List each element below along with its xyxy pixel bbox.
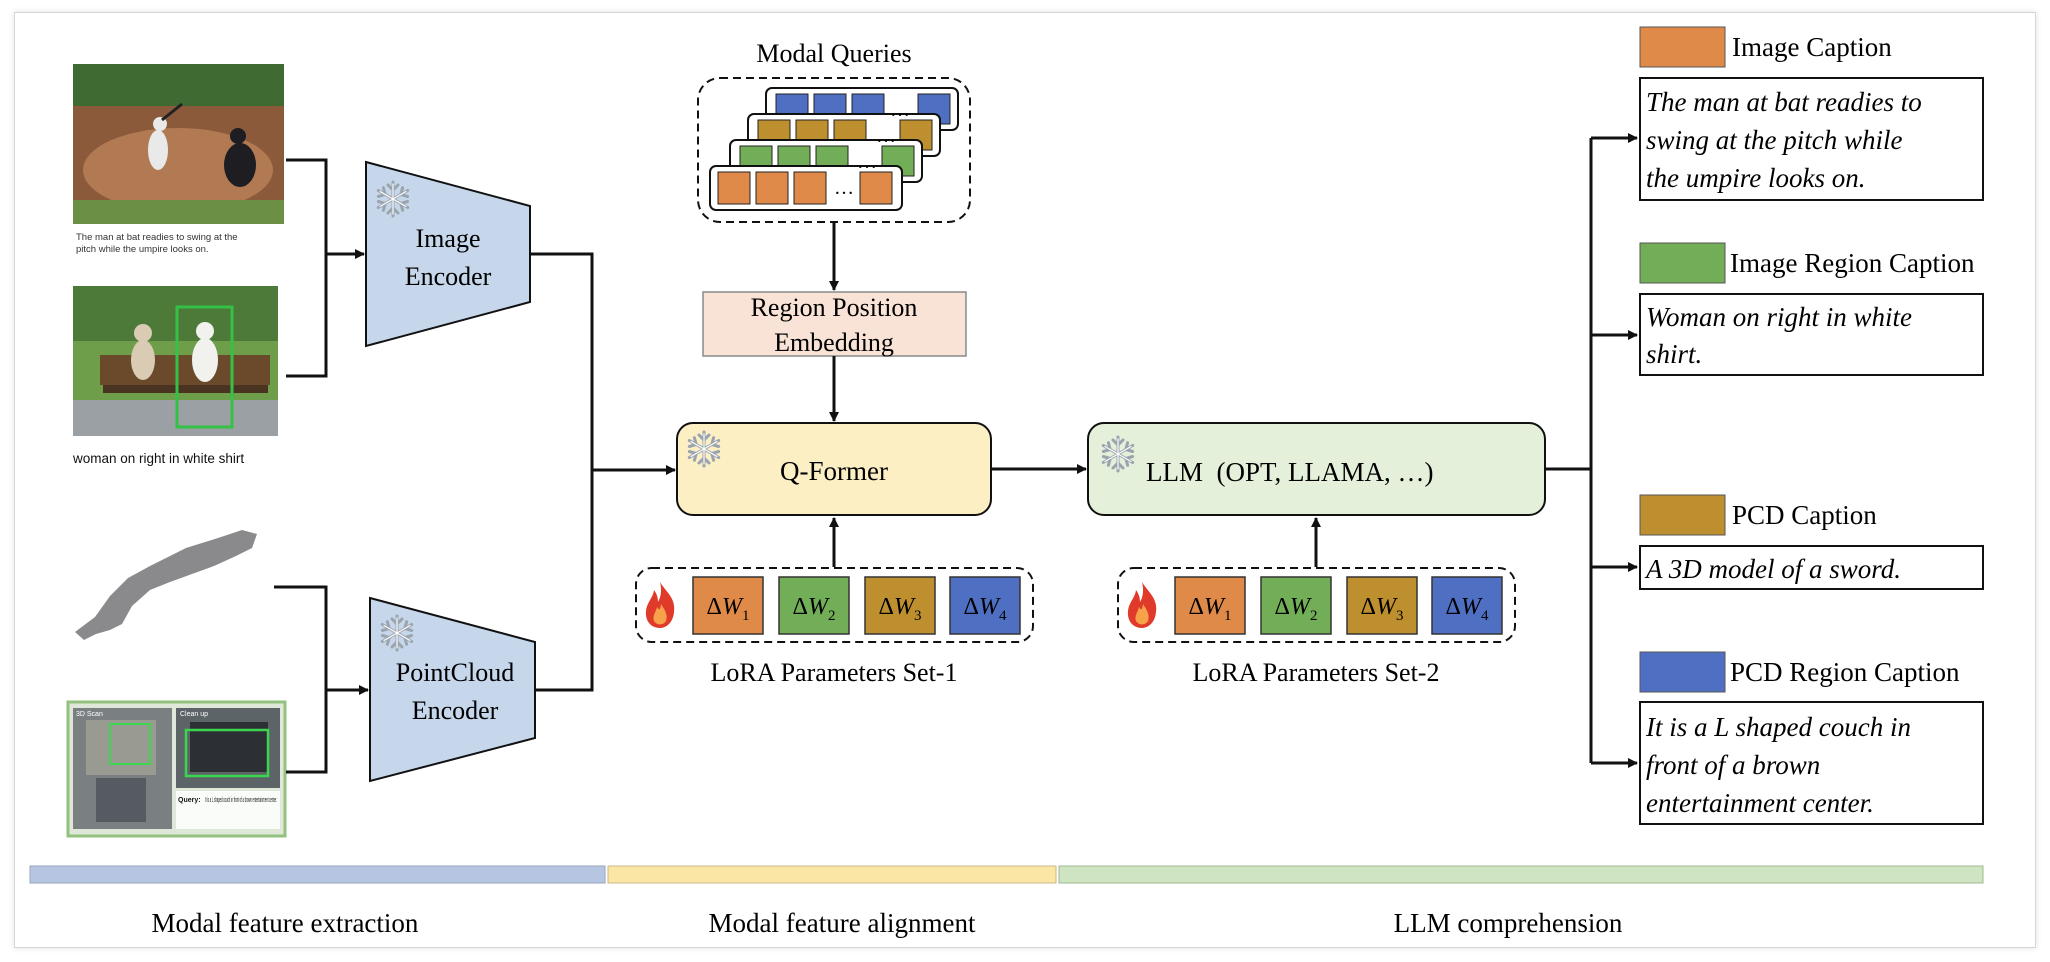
region-position-embedding [702, 291, 967, 357]
baseball-image [73, 64, 284, 224]
stage-label-extraction: Modal feature extraction [152, 908, 419, 938]
legend-swatch-pcd-region-caption [1639, 651, 1726, 693]
legend-label-pcd-region-caption: PCD Region Caption [1730, 657, 1960, 687]
qformer-label: Q-Former [780, 456, 888, 486]
pointcloud-encoder-line1: PointCloud [396, 658, 514, 687]
lora-set-2-box [1117, 567, 1516, 643]
output-pcd-region-caption-line1: It is a L shaped couch in [1645, 712, 1911, 742]
lora-set-1-label: LoRA Parameters Set-1 [711, 658, 958, 687]
legend-label-image-region-caption: Image Region Caption [1730, 248, 1975, 278]
output-image-region-caption-line1: Woman on right in white [1646, 302, 1912, 332]
scan-image [66, 700, 287, 838]
lora1-param-1 [692, 576, 764, 635]
lora1-param-4-label: ΔW4 [964, 594, 1007, 624]
lora1-param-3-label: ΔW3 [879, 594, 922, 624]
stage-bar-llm [1058, 865, 1984, 884]
query-ellipsis-2: … [876, 125, 896, 147]
output-box-image-region-caption [1639, 293, 1984, 376]
lora1-param-1-label: ΔW1 [707, 594, 750, 624]
output-image-caption-line3: the umpire looks on. [1646, 163, 1865, 193]
scan-query-label: Query: [178, 797, 201, 804]
legend-swatch-image-region-caption [1639, 242, 1726, 284]
lora2-param-2-label: ΔW2 [1275, 594, 1318, 624]
query-ellipsis-3: … [857, 151, 877, 173]
lora-set-1-box [635, 567, 1034, 643]
sword-shape [75, 530, 257, 640]
output-box-pcd-region-caption [1639, 701, 1984, 825]
lora1-param-2-label: ΔW2 [793, 594, 836, 624]
lora1-param-4 [949, 576, 1021, 635]
output-image-caption-line1: The man at bat readies to [1646, 87, 1922, 117]
legend-swatch-pcd-caption [1639, 494, 1726, 536]
bench-caption: woman on right in white shirt [72, 451, 244, 466]
image-encoder-line1: Image [416, 224, 481, 253]
lora2-param-1 [1174, 576, 1246, 635]
query-ellipsis-1: … [890, 99, 910, 121]
query-ellipsis-4: … [834, 177, 854, 199]
stage-bar-alignment [607, 865, 1057, 884]
legend-label-image-caption: Image Caption [1732, 32, 1892, 62]
llm-label: LLM (OPT, LLAMA, …) [1146, 457, 1433, 487]
legend-label-pcd-caption: PCD Caption [1732, 500, 1877, 530]
lora2-param-1-label: ΔW1 [1189, 594, 1232, 624]
pointcloud-encoder-line2: Encoder [412, 696, 499, 725]
lora2-param-4 [1431, 576, 1503, 635]
lora-set-2-label: LoRA Parameters Set-2 [1193, 658, 1440, 687]
query-layer-orange [709, 165, 903, 211]
output-box-image-caption [1639, 77, 1984, 201]
embedding-line2: Embedding [774, 328, 894, 357]
scan-tag-left: 3D Scan [76, 711, 103, 718]
legend-swatch-image-caption [1639, 26, 1726, 68]
scan-tag-right: Clean up [180, 711, 208, 718]
scan-query-text: It is a L shaped couch in front of a bro… [205, 797, 277, 804]
lora1-param-2 [778, 576, 850, 635]
stage-label-alignment: Modal feature alignment [709, 908, 976, 938]
image-encoder-line2: Encoder [405, 262, 492, 291]
baseball-caption-line1: The man at bat readies to swing at the [76, 232, 238, 243]
output-image-region-caption-line2: shirt. [1646, 339, 1702, 369]
lora2-param-3 [1346, 576, 1418, 635]
baseball-caption-line2: pitch while the umpire looks on. [76, 244, 209, 255]
output-pcd-caption-line1: A 3D model of a sword. [1644, 554, 1901, 584]
modal-queries-title: Modal Queries [756, 39, 911, 68]
bench-image [73, 286, 278, 436]
output-image-caption-line2: swing at the pitch while [1646, 125, 1903, 155]
stage-bar-extraction [29, 865, 606, 884]
stage-label-llm: LLM comprehension [1394, 908, 1623, 938]
output-pcd-region-caption-line3: entertainment center. [1646, 788, 1874, 818]
output-pcd-region-caption-line2: front of a brown [1646, 750, 1820, 780]
lora1-param-3 [864, 576, 936, 635]
embedding-line1: Region Position [751, 293, 918, 322]
lora2-param-2 [1260, 576, 1332, 635]
lora2-param-4-label: ΔW4 [1446, 594, 1489, 624]
lora2-param-3-label: ΔW3 [1361, 594, 1404, 624]
output-box-pcd-caption [1639, 545, 1984, 590]
pointcloud-encoder [369, 596, 536, 783]
